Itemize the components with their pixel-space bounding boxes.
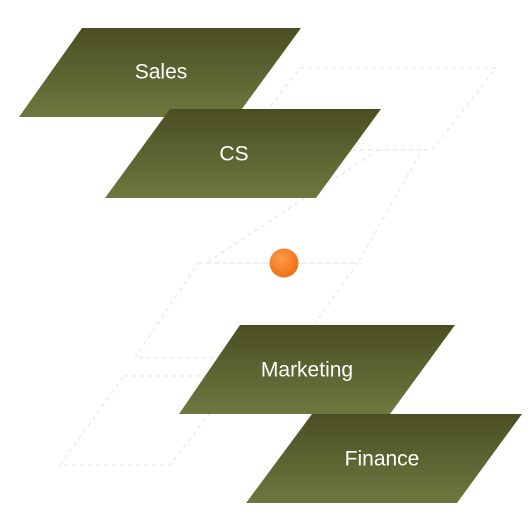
box-sales-label: Sales xyxy=(135,61,188,84)
box-finance-shape[interactable] xyxy=(246,414,522,503)
ghost-outline-lower-mid xyxy=(134,262,359,359)
box-finance[interactable]: Finance xyxy=(246,414,522,503)
box-cs[interactable]: CS xyxy=(105,109,381,198)
box-cs-shape[interactable] xyxy=(105,109,381,198)
box-marketing-shape[interactable] xyxy=(179,325,455,414)
box-cs-label: CS xyxy=(219,143,248,166)
box-marketing-label: Marketing xyxy=(261,359,353,382)
box-sales-shape[interactable] xyxy=(19,28,301,117)
hub-dot xyxy=(269,248,299,278)
box-marketing[interactable]: Marketing xyxy=(179,325,455,414)
ghost-outline-bottom xyxy=(59,375,240,466)
ghost-outline-upper-mid xyxy=(204,149,423,264)
box-sales[interactable]: Sales xyxy=(19,28,301,117)
box-finance-label: Finance xyxy=(345,448,420,471)
